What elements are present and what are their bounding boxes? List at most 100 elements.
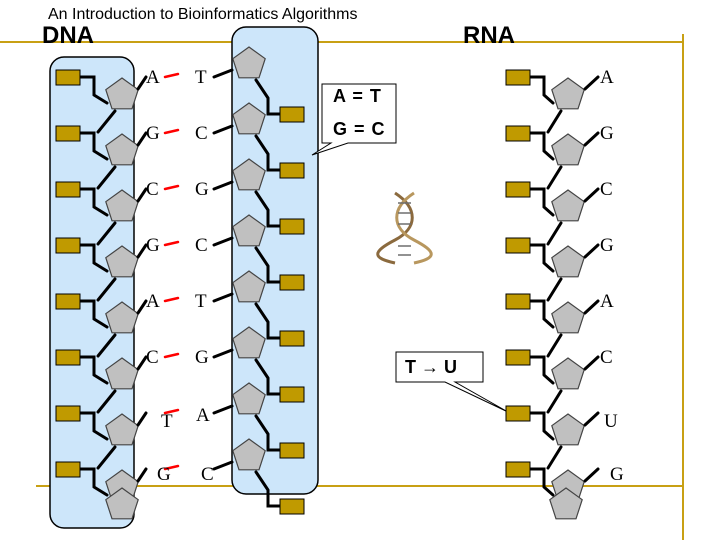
backbone-link (96, 221, 117, 246)
hydrogen-bond (163, 296, 180, 303)
phosphate-group (279, 274, 305, 291)
glycosidic-bond (583, 187, 600, 203)
backbone-link (546, 109, 563, 134)
backbone-bond (542, 373, 555, 385)
rna-base: A (600, 67, 614, 88)
phosphate-group (55, 349, 81, 366)
rna-base: A (600, 291, 614, 312)
phosphodiester-bond (530, 299, 546, 319)
backbone-bond (92, 261, 109, 273)
phosphodiester-bond (80, 187, 96, 207)
backbone-bond (542, 429, 555, 441)
glycosidic-bond (136, 355, 148, 371)
phosphate-group (279, 386, 305, 403)
dna-right-base: T (195, 291, 207, 312)
dna-right-base: A (196, 405, 210, 426)
transcription-rule-text: T → U (405, 357, 457, 377)
hydrogen-bond (163, 184, 180, 191)
glycosidic-bond (136, 411, 148, 427)
phosphate-group (55, 293, 81, 310)
phosphodiester-bond (80, 243, 96, 263)
glycosidic-bond (212, 404, 234, 415)
rna-base: C (600, 179, 613, 200)
sugar (232, 214, 266, 247)
sugar (232, 158, 266, 191)
backbone-bond (92, 429, 109, 441)
sugar (232, 326, 266, 359)
phosphodiester-bond (530, 243, 546, 263)
phosphodiester-bond (80, 467, 96, 487)
backbone-link (254, 414, 270, 436)
dna-title: DNA (42, 22, 94, 49)
glycosidic-bond (136, 467, 148, 483)
sugar (551, 245, 585, 278)
hydrogen-bond (163, 72, 180, 79)
phosphate-group (505, 125, 531, 142)
sugar (232, 46, 266, 79)
glycosidic-bond (136, 75, 148, 91)
dna-right-base: G (195, 347, 209, 368)
sugar (551, 77, 585, 110)
phosphodiester-bond (80, 299, 96, 319)
glycosidic-bond (583, 299, 600, 315)
glycosidic-bond (136, 243, 148, 259)
dna-right-base: G (195, 179, 209, 200)
phosphodiester-bond (530, 355, 546, 375)
backbone-bond (542, 317, 555, 329)
phosphate-group (279, 330, 305, 347)
rna-title: RNA (463, 22, 515, 49)
phosphodiester-bond (80, 131, 96, 151)
hydrogen-bond (163, 240, 180, 247)
dna-right-base: C (201, 464, 214, 485)
dna-right-base: T (195, 67, 207, 88)
glycosidic-bond (212, 460, 234, 471)
rna-base: G (600, 235, 614, 256)
glycosidic-bond (583, 131, 600, 147)
dna-left-base: A (146, 291, 160, 312)
glycosidic-bond (212, 124, 234, 135)
phosphodiester-bond (266, 378, 280, 396)
phosphate-group (505, 293, 531, 310)
dna-right-base: C (195, 235, 208, 256)
backbone-link (96, 445, 117, 470)
phosphate-group (55, 181, 81, 198)
phosphate-group (505, 69, 531, 86)
sugar (105, 245, 139, 278)
phosphate-group (279, 218, 305, 235)
hydrogen-bond (163, 408, 180, 415)
dna-left-base: C (146, 179, 159, 200)
sugar (551, 357, 585, 390)
rna-base: C (600, 347, 613, 368)
sugar (105, 133, 139, 166)
sugar (105, 77, 139, 110)
phosphodiester-bond (530, 75, 546, 95)
backbone-link (254, 302, 270, 324)
sugar (105, 357, 139, 390)
phosphate-group (55, 405, 81, 422)
backbone-link (254, 134, 270, 156)
sugar (551, 133, 585, 166)
backbone-link (254, 246, 270, 268)
phosphodiester-bond (266, 98, 280, 116)
phosphodiester-bond (530, 467, 546, 487)
dna-left-base: C (146, 347, 159, 368)
glycosidic-bond (583, 243, 600, 259)
glycosidic-bond (212, 236, 234, 247)
phosphodiester-bond (80, 355, 96, 375)
phosphate-group (505, 237, 531, 254)
backbone-bond (92, 205, 109, 217)
double-helix-icon (376, 191, 433, 265)
phosphodiester-bond (266, 266, 280, 284)
dna-right-base: C (195, 123, 208, 144)
glycosidic-bond (583, 411, 600, 427)
dna-left-base: T (161, 411, 173, 432)
phosphate-group (505, 349, 531, 366)
sugar (105, 413, 139, 446)
glycosidic-bond (583, 355, 600, 371)
backbone-link (254, 190, 270, 212)
backbone-link (96, 165, 117, 190)
phosphodiester-bond (530, 131, 546, 151)
backbone-bond (542, 149, 555, 161)
